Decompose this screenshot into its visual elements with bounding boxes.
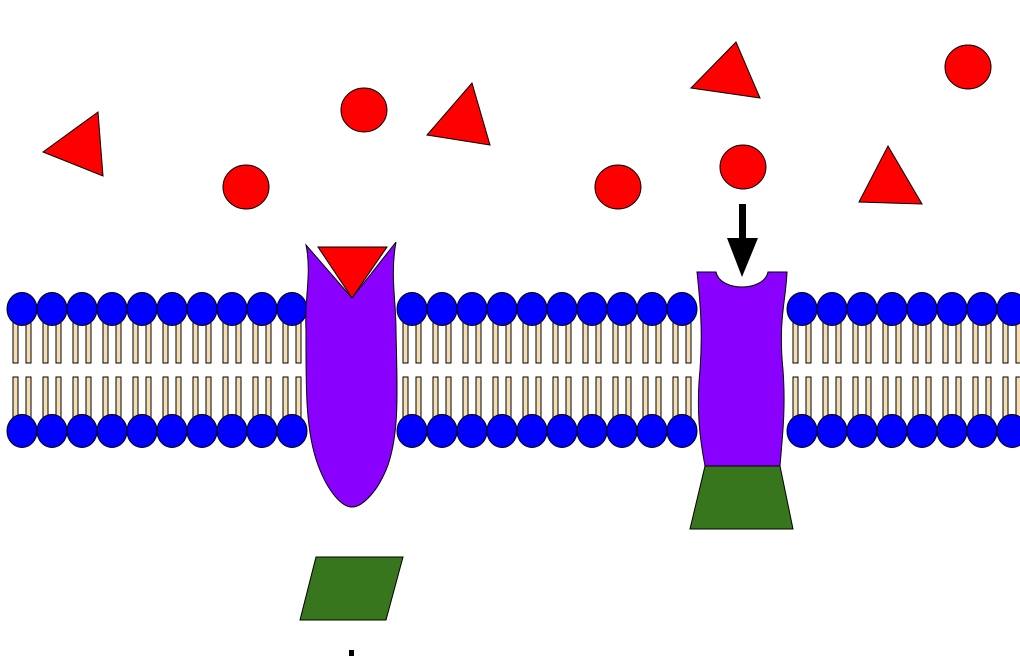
effector-protein-right xyxy=(689,465,794,530)
ligand-triangle xyxy=(41,111,104,177)
ligand-circle xyxy=(719,144,767,190)
ligand-circles xyxy=(222,44,992,210)
arrow-stub xyxy=(349,650,354,656)
ligand-triangle xyxy=(426,81,491,146)
receptor-protein-right xyxy=(696,271,788,467)
binding-arrow xyxy=(727,204,758,277)
ligand-triangles xyxy=(41,41,923,205)
ligand-circle xyxy=(222,164,270,210)
effector-protein-left xyxy=(299,556,404,621)
ligand-triangle xyxy=(689,41,761,99)
bound-triangle-ligand xyxy=(317,246,388,299)
ligand-circle xyxy=(944,44,992,90)
receptor-protein-left xyxy=(305,241,398,508)
ligand-circle xyxy=(340,87,388,133)
ligand-circle xyxy=(594,164,642,210)
ligand-triangle xyxy=(858,144,923,205)
